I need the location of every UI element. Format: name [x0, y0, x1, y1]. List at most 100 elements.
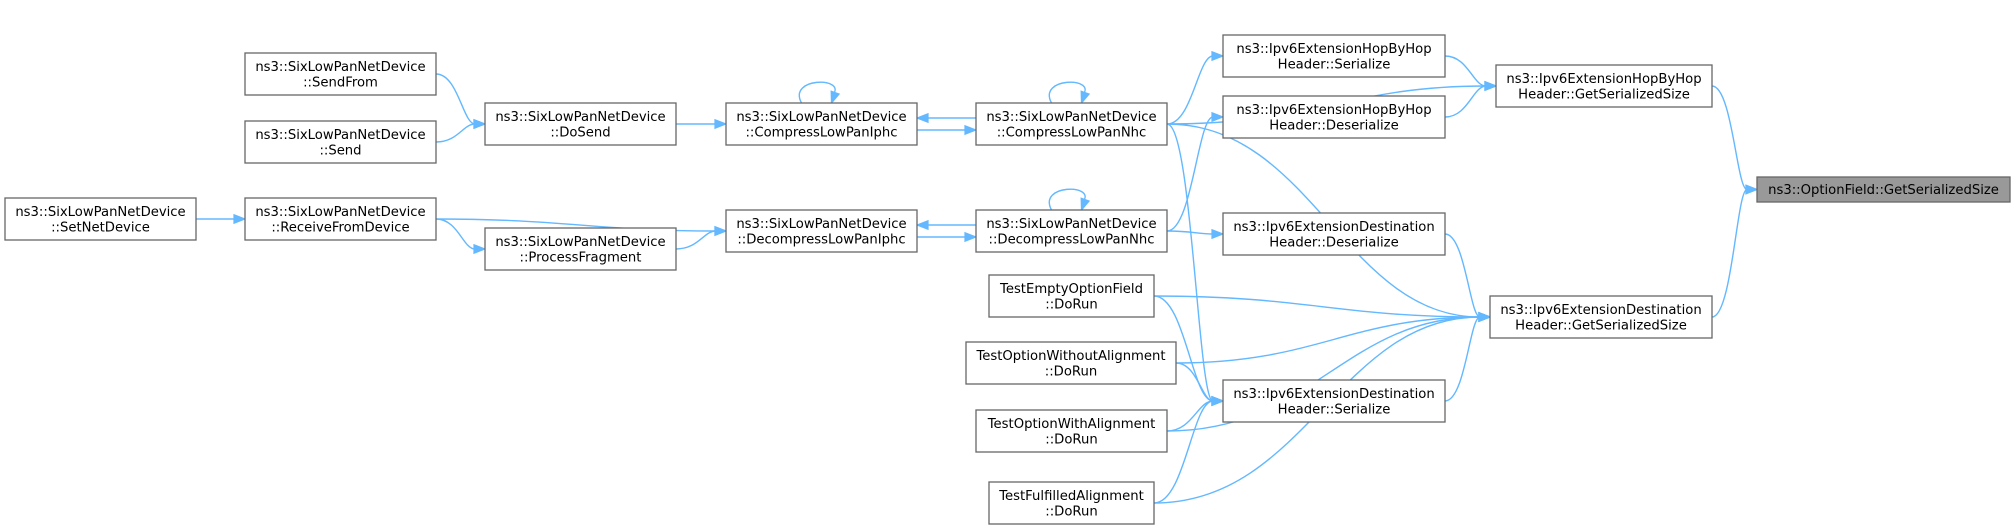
- edge-n_dnhc-to-n_hbh_des-line: [1166, 116, 1214, 232]
- node-label: ns3::SixLowPanNetDevice: [255, 60, 425, 75]
- edge-n_t_without-to-n_dst_gss-line: [1175, 316, 1481, 364]
- graph-node[interactable]: ns3::SixLowPanNetDevice::DecompressLowPa…: [725, 209, 918, 253]
- edge-n_sendfrom-to-n_dosend-line: [435, 73, 476, 125]
- node-label: ::ReceiveFromDevice: [271, 220, 409, 235]
- graph-node[interactable]: ns3::Ipv6ExtensionHopByHopHeader::Serial…: [1222, 34, 1446, 78]
- node-label: Header::Deserialize: [1269, 118, 1398, 133]
- graph-node[interactable]: ns3::Ipv6ExtensionHopByHopHeader::Deseri…: [1222, 95, 1446, 139]
- graph-node[interactable]: ns3::Ipv6ExtensionDestinationHeader::Des…: [1222, 212, 1446, 256]
- edge-n_diphc-to-n_dnhc: [917, 231, 978, 243]
- node-label: ns3::Ipv6ExtensionDestination: [1233, 387, 1434, 402]
- node-label: ns3::SixLowPanNetDevice: [255, 205, 425, 220]
- edge-n_t_with-to-n_dst_gss-line: [1166, 316, 1481, 432]
- node-label: Header::Deserialize: [1269, 235, 1398, 250]
- edge-n_iphc-to-n_iphc-line: [798, 81, 836, 104]
- node-label: ::DecompressLowPanIphc: [737, 232, 905, 247]
- edge-n_nhc-to-n_hbh_ser: [1166, 50, 1225, 125]
- node-label: TestOptionWithoutAlignment: [975, 349, 1165, 364]
- node-label: Header::GetSerializedSize: [1515, 318, 1687, 333]
- node-label: ::CompressLowPanIphc: [745, 125, 897, 140]
- node-label: ::DoSend: [550, 125, 610, 140]
- graph-node[interactable]: ns3::Ipv6ExtensionHopByHopHeader::GetSer…: [1495, 64, 1713, 108]
- edge-n_nhc-to-n_nhc-arrowhead: [1080, 90, 1091, 105]
- node-box: [725, 102, 918, 146]
- node-label: ns3::SixLowPanNetDevice: [15, 205, 185, 220]
- node-box: [244, 120, 437, 164]
- graph-node[interactable]: TestOptionWithoutAlignment::DoRun: [965, 341, 1177, 385]
- root-node[interactable]: ns3::OptionField::GetSerializedSize: [1756, 176, 2011, 203]
- edge-n_t_full-to-n_dst_gss-arrowhead: [1478, 311, 1492, 323]
- node-label: TestOptionWithAlignment: [987, 417, 1156, 432]
- graph-node[interactable]: ns3::SixLowPanNetDevice::DecompressLowPa…: [975, 209, 1168, 253]
- edge-n_dst_des-to-n_dst_gss-line: [1444, 233, 1481, 318]
- node-label: ::DoRun: [1045, 432, 1097, 447]
- edge-n_dst_ser-to-n_dst_gss: [1444, 311, 1492, 402]
- graph-node[interactable]: ns3::Ipv6ExtensionDestinationHeader::Ser…: [1222, 379, 1446, 423]
- edge-n_t_without-to-n_dst_ser-line: [1175, 362, 1214, 402]
- edge-n_recv-to-n_frag-line: [435, 218, 476, 250]
- graph-node[interactable]: ns3::Ipv6ExtensionDestinationHeader::Get…: [1489, 295, 1713, 339]
- node-label: ::DoRun: [1045, 504, 1097, 519]
- edge-n_frag-to-n_diphc-line: [675, 230, 717, 250]
- node-label: ns3::SixLowPanNetDevice: [986, 217, 1156, 232]
- node-label: ::CompressLowPanNhc: [997, 125, 1147, 140]
- edge-n_dst_gss-to-n_root-arrowhead: [1745, 184, 1759, 195]
- edge-n_recv-to-n_frag: [435, 218, 487, 255]
- graph-node[interactable]: ns3::SixLowPanNetDevice::ReceiveFromDevi…: [244, 197, 437, 241]
- node-label: ns3::Ipv6ExtensionHopByHop: [1236, 42, 1431, 57]
- graph-node[interactable]: ns3::SixLowPanNetDevice::DoSend: [484, 102, 677, 146]
- node-label: ::ProcessFragment: [520, 250, 642, 265]
- edge-n_nhc-to-n_hbh_gss-arrowhead: [1484, 80, 1498, 92]
- node-label: ::Send: [319, 143, 361, 158]
- node-box: [1222, 212, 1446, 256]
- node-box: [975, 409, 1168, 453]
- edge-n_hbh_gss-to-n_root-line: [1711, 85, 1748, 191]
- node-label: ns3::Ipv6ExtensionHopByHop: [1236, 103, 1431, 118]
- node-label: ns3::SixLowPanNetDevice: [495, 235, 665, 250]
- graph-node[interactable]: TestEmptyOptionField::DoRun: [988, 274, 1155, 318]
- graph-node[interactable]: ns3::SixLowPanNetDevice::SendFrom: [244, 52, 437, 96]
- edge-n_dnhc-to-n_diphc: [915, 219, 977, 231]
- edge-n_diphc-to-n_dnhc-arrowhead: [964, 231, 978, 243]
- edge-n_nhc-to-n_nhc-line: [1048, 81, 1086, 104]
- node-box: [244, 197, 437, 241]
- edge-n_t_empty-to-n_dst_gss: [1153, 295, 1492, 323]
- node-label: ns3::Ipv6ExtensionDestination: [1233, 220, 1434, 235]
- node-label: Header::Serialize: [1278, 402, 1391, 417]
- graph-node[interactable]: ns3::SixLowPanNetDevice::CompressLowPanN…: [975, 102, 1168, 146]
- node-label: ::SetNetDevice: [51, 220, 150, 235]
- edge-n_send-to-n_dosend: [435, 118, 487, 143]
- edge-n_dnhc-to-n_hbh_des-arrowhead: [1211, 111, 1225, 123]
- edge-n_iphc-to-n_iphc-arrowhead: [830, 90, 841, 105]
- edge-n_dnhc-to-n_dnhc: [1048, 188, 1091, 212]
- node-label: ns3::SixLowPanNetDevice: [255, 128, 425, 143]
- edge-n_dnhc-to-n_dnhc-line: [1048, 188, 1086, 211]
- node-box: [725, 209, 918, 253]
- edge-n_recv-to-n_frag-arrowhead: [473, 243, 487, 255]
- node-box: [1495, 64, 1713, 108]
- edge-n_dst_des-to-n_dst_gss: [1444, 233, 1492, 323]
- node-box: [484, 102, 677, 146]
- graph-node[interactable]: ns3::SixLowPanNetDevice::CompressLowPanI…: [725, 102, 918, 146]
- graph-node[interactable]: ns3::SixLowPanNetDevice::SetNetDevice: [4, 197, 197, 241]
- node-label: ns3::SixLowPanNetDevice: [986, 110, 1156, 125]
- edge-n_sendfrom-to-n_dosend: [435, 73, 487, 130]
- node-box: [4, 197, 197, 241]
- graph-node[interactable]: ns3::SixLowPanNetDevice::Send: [244, 120, 437, 164]
- graph-node[interactable]: TestFulfilledAlignment::DoRun: [988, 481, 1155, 525]
- edge-n_dnhc-to-n_dst_des-arrowhead: [1211, 228, 1225, 240]
- graph-node[interactable]: TestOptionWithAlignment::DoRun: [975, 409, 1168, 453]
- node-box: [1222, 34, 1446, 78]
- node-box: [988, 274, 1155, 318]
- node-label: ns3::OptionField::GetSerializedSize: [1768, 183, 1999, 198]
- graph-node[interactable]: ns3::SixLowPanNetDevice::ProcessFragment: [484, 227, 677, 271]
- edge-n_nhc-to-n_iphc-arrowhead: [915, 112, 929, 124]
- edge-n_nhc-to-n_hbh_ser-arrowhead: [1211, 50, 1225, 62]
- nodes-layer: ns3::OptionField::GetSerializedSizens3::…: [4, 34, 2011, 525]
- node-box: [1756, 176, 2011, 203]
- edge-n_dosend-to-n_iphc-arrowhead: [714, 118, 728, 130]
- edge-n_frag-to-n_diphc: [675, 225, 728, 250]
- node-box: [244, 52, 437, 96]
- edge-n_setnet-to-n_recv: [195, 213, 247, 225]
